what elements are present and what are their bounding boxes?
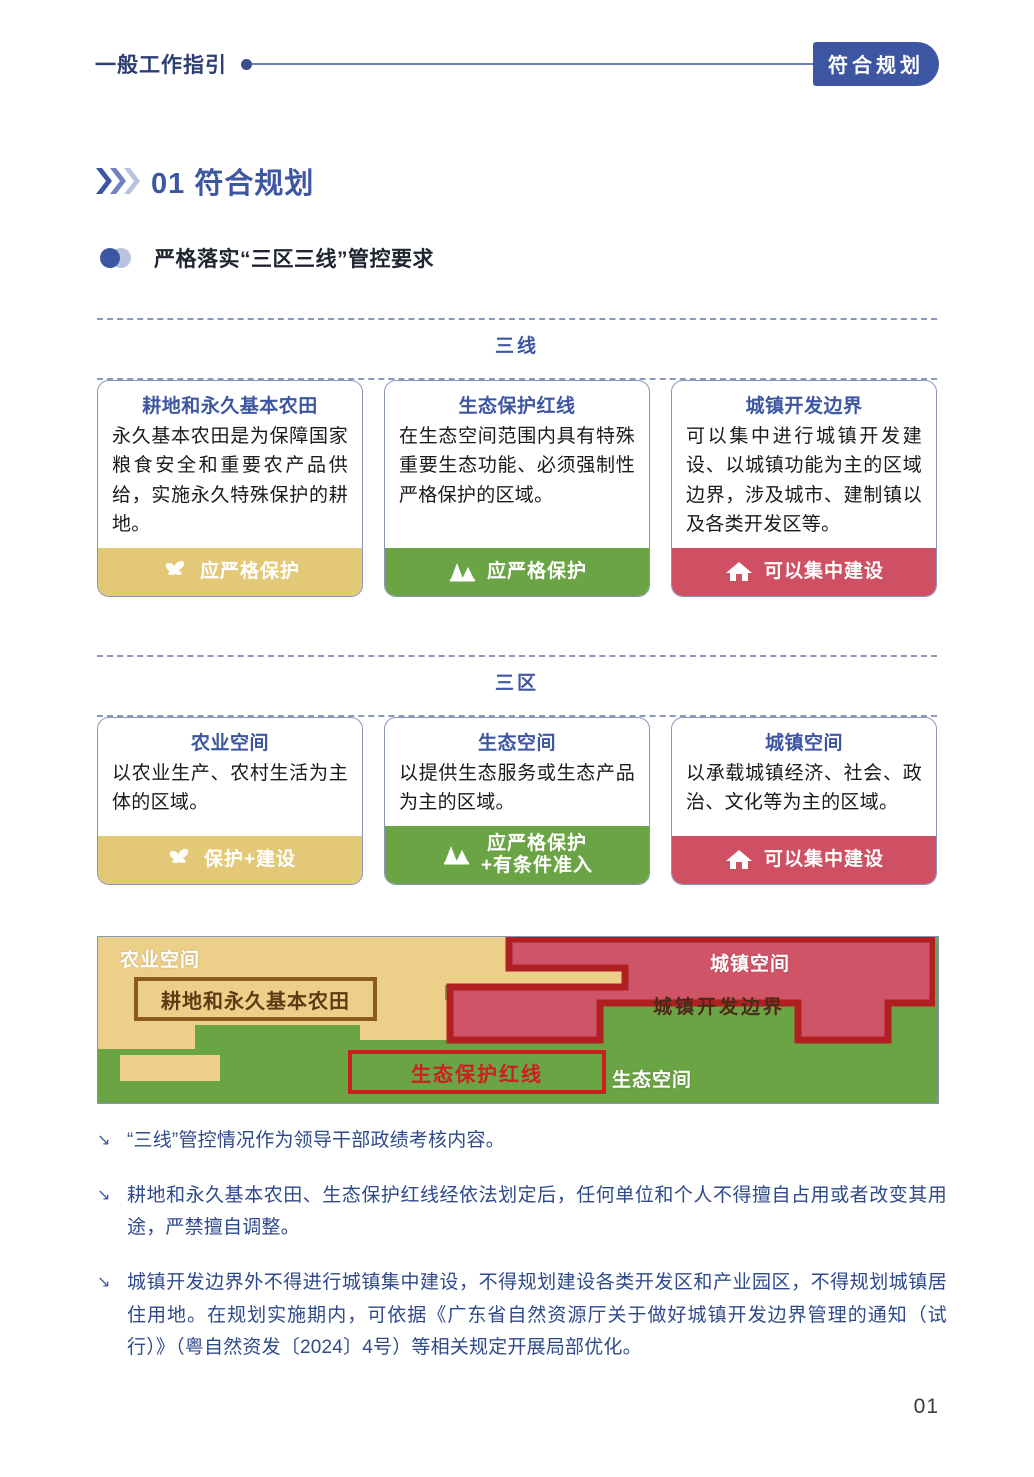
subsection-title-row: 严格落实“三区三线”管控要求	[97, 243, 434, 273]
chevron-right-icon	[110, 168, 126, 194]
card-footer-label-line2: +有条件准入	[480, 854, 594, 876]
card-urban-development-boundary: 城镇开发边界 可以集中进行城镇开发建设、以城镇功能为主的区域边界，涉及城市、建制…	[671, 380, 937, 597]
group-sanxian: 三线 耕地和永久基本农田 永久基本农田是为保障国家粮食安全和重要农产品供给，实施…	[97, 318, 937, 597]
card-body: 生态保护红线 在生态空间范围内具有特殊重要生态功能、必须强制性严格保护的区域。	[385, 381, 649, 548]
card-footer: 保护+建设	[98, 835, 362, 884]
card-text: 以承载城镇经济、社会、政治、文化等为主的区域。	[686, 763, 922, 814]
card-text: 以提供生态服务或生态产品为主的区域。	[399, 763, 635, 814]
card-text: 在生态空间范围内具有特殊重要生态功能、必须强制性严格保护的区域。	[399, 426, 635, 506]
note-text: “三线”管控情况作为领导干部政绩考核内容。	[127, 1130, 505, 1151]
agriculture-patch-shape	[120, 1055, 220, 1081]
dashed-divider-top	[97, 655, 937, 657]
dashed-divider-top	[97, 318, 937, 320]
double-circle-bullet-icon	[97, 247, 141, 269]
diagram-label-ecological-space: 生态空间	[612, 1070, 693, 1091]
group-label: 三线	[494, 336, 539, 357]
group-label: 三区	[494, 673, 539, 694]
chevron-right-icon	[96, 168, 112, 194]
leaf-icon	[169, 848, 189, 863]
urban-boundary-line	[446, 937, 935, 1044]
card-body: 生态空间 以提供生态服务或生态产品为主的区域。	[385, 718, 649, 826]
card-body: 城镇开发边界 可以集中进行城镇开发建设、以城镇功能为主的区域边界，涉及城市、建制…	[672, 381, 936, 548]
card-row: 耕地和永久基本农田 永久基本农田是为保障国家粮食安全和重要农产品供给，实施永久特…	[97, 380, 937, 597]
note-text: 城镇开发边界外不得进行城镇集中建设，不得规划建设各类开发区和产业园区，不得规划城…	[127, 1272, 947, 1359]
note-text: 耕地和永久基本农田、生态保护红线经依法划定后，任何单位和个人不得擅自占用或者改变…	[127, 1184, 947, 1239]
card-footer: 应严格保护 +有条件准入	[385, 825, 649, 884]
card-footer-label: 可以集中建设	[763, 848, 884, 870]
chevron-right-icon	[124, 168, 140, 194]
group-header: 三线	[97, 318, 937, 380]
zoning-diagram: 农业空间 城镇空间 城镇开发边界 生态空间 耕地和永久基本农田 生态保护红线	[97, 936, 939, 1104]
note-item: ↘ “三线”管控情况作为领导干部政绩考核内容。	[97, 1125, 947, 1158]
arrow-bullet-icon: ↘	[97, 1186, 111, 1204]
diagram-box-farmland: 耕地和永久基本农田	[134, 977, 377, 1021]
card-footer: 可以集中建设	[672, 547, 936, 596]
mountain-tree-icon	[443, 845, 469, 865]
section-title-row: 01 符合规划	[95, 160, 314, 202]
card-body: 城镇空间 以承载城镇经济、社会、政治、文化等为主的区域。	[672, 718, 936, 836]
card-footer: 可以集中建设	[672, 835, 936, 884]
card-title: 耕地和永久基本农田	[142, 396, 318, 417]
card-text: 以农业生产、农村生活为主体的区域。	[112, 763, 348, 814]
note-item: ↘ 耕地和永久基本农田、生态保护红线经依法划定后，任何单位和个人不得擅自占用或者…	[97, 1180, 947, 1245]
arrow-bullet-icon: ↘	[97, 1274, 111, 1292]
subsection-title: 严格落实“三区三线”管控要求	[154, 248, 434, 271]
group-header: 三区	[97, 655, 937, 717]
card-title: 城镇开发边界	[745, 396, 863, 417]
card-ecological-redline: 生态保护红线 在生态空间范围内具有特殊重要生态功能、必须强制性严格保护的区域。 …	[384, 380, 650, 597]
zoning-diagram-svg	[98, 937, 935, 1100]
diagram-box-ecological-redline: 生态保护红线	[348, 1050, 606, 1094]
dashed-divider-bottom	[97, 378, 937, 380]
header-left-title: 一般工作指引	[95, 54, 227, 77]
group-sanqu: 三区 农业空间 以农业生产、农村生活为主体的区域。 保护+建设	[97, 655, 937, 885]
card-footer: 应严格保护	[98, 547, 362, 596]
diagram-label-agriculture-space: 农业空间	[120, 950, 201, 971]
card-footer: 应严格保护	[385, 547, 649, 596]
card-title: 生态保护红线	[458, 396, 576, 417]
page-number: 01	[913, 1395, 939, 1418]
page-header: 一般工作指引 符合规划	[0, 40, 1034, 88]
card-title: 生态空间	[477, 733, 556, 754]
dashed-divider-bottom	[97, 715, 937, 717]
house-icon	[725, 849, 752, 869]
card-footer-label: 应严格保护	[486, 560, 587, 582]
card-footer-label: 应严格保护	[199, 560, 300, 582]
diagram-label-urban-boundary: 城镇开发边界	[653, 997, 786, 1018]
leaf-icon	[165, 560, 185, 575]
header-dot-icon	[241, 58, 252, 70]
card-ecological-space: 生态空间 以提供生态服务或生态产品为主的区域。 应严格保护 +有条件准入	[384, 717, 650, 885]
card-footer-label: 应严格保护 +有条件准入	[481, 833, 593, 877]
mountain-tree-icon	[449, 562, 475, 582]
card-text: 可以集中进行城镇开发建设、以城镇功能为主的区域边界，涉及城市、建制镇以及各类开发…	[686, 426, 922, 536]
header-divider-line	[252, 63, 813, 65]
header-chapter-badge: 符合规划	[813, 42, 939, 86]
notes-list: ↘ “三线”管控情况作为领导干部政绩考核内容。 ↘ 耕地和永久基本农田、生态保护…	[97, 1125, 947, 1387]
card-footer-label-line1: 应严格保护	[486, 832, 587, 854]
card-text: 永久基本农田是为保障国家粮食安全和重要农产品供给，实施永久特殊保护的耕地。	[112, 426, 348, 536]
card-row: 农业空间 以农业生产、农村生活为主体的区域。 保护+建设 生态空间 以	[97, 717, 937, 885]
house-icon	[725, 561, 752, 581]
card-footer-label: 保护+建设	[203, 848, 297, 870]
card-body: 耕地和永久基本农田 永久基本农田是为保障国家粮食安全和重要农产品供给，实施永久特…	[98, 381, 362, 548]
card-title: 城镇空间	[764, 733, 843, 754]
note-item: ↘ 城镇开发边界外不得进行城镇集中建设，不得规划建设各类开发区和产业园区，不得规…	[97, 1267, 947, 1365]
diagram-label-urban-space: 城镇空间	[710, 954, 791, 975]
card-footer-label: 可以集中建设	[763, 560, 884, 582]
card-cultivated-land: 耕地和永久基本农田 永久基本农田是为保障国家粮食安全和重要农产品供给，实施永久特…	[97, 380, 363, 597]
card-agricultural-space: 农业空间 以农业生产、农村生活为主体的区域。 保护+建设	[97, 717, 363, 885]
card-urban-space: 城镇空间 以承载城镇经济、社会、政治、文化等为主的区域。 可以集中建设	[671, 717, 937, 885]
card-title: 农业空间	[190, 733, 269, 754]
arrow-bullet-icon: ↘	[97, 1132, 111, 1149]
section-title: 01 符合规划	[151, 168, 315, 200]
card-body: 农业空间 以农业生产、农村生活为主体的区域。	[98, 718, 362, 836]
chevron-group	[95, 166, 140, 196]
